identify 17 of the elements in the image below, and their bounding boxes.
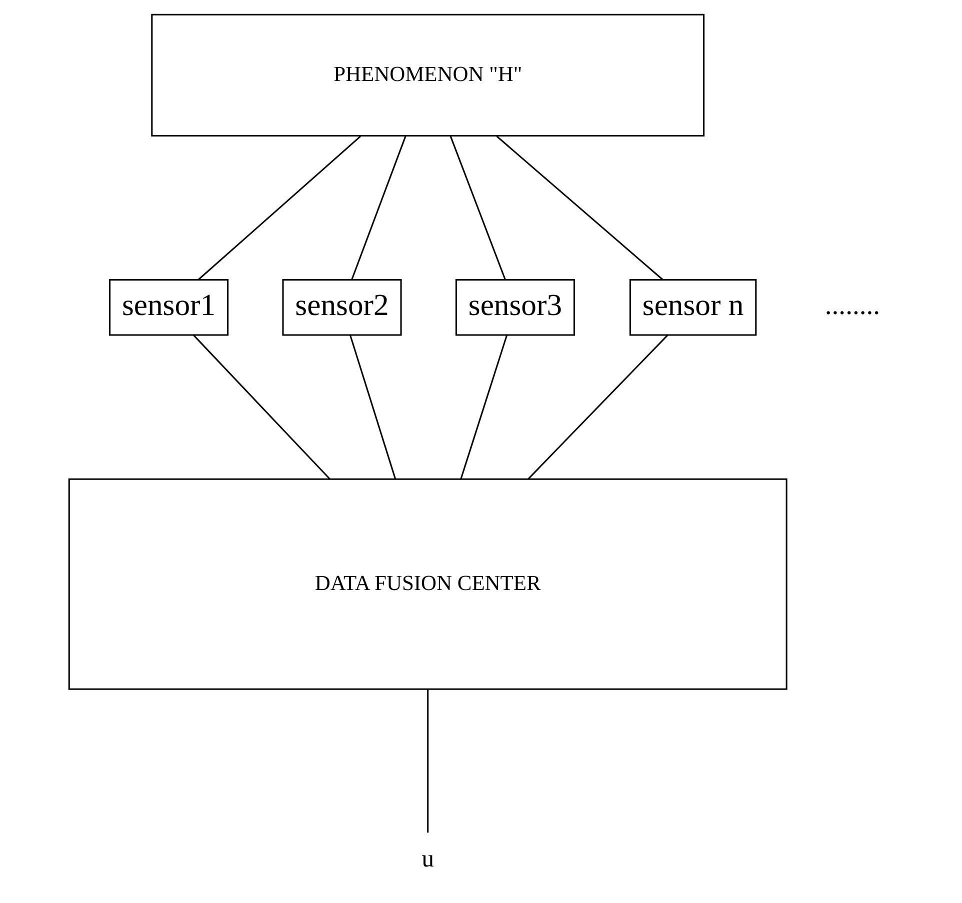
connector xyxy=(527,334,668,480)
node-text: u xyxy=(421,846,434,873)
connector xyxy=(449,136,506,280)
node-box: DATA FUSION CENTER xyxy=(68,478,787,690)
connector xyxy=(350,136,406,280)
node-box: sensor3 xyxy=(454,279,575,336)
connector xyxy=(426,689,428,833)
label: ........ xyxy=(824,289,880,320)
node-box: sensor1 xyxy=(108,279,228,336)
connector xyxy=(197,136,360,280)
connector xyxy=(460,334,508,480)
node-box: sensor n xyxy=(628,279,756,336)
node-box: sensor2 xyxy=(282,279,402,336)
node-box: PHENOMENON "H" xyxy=(150,14,704,136)
connector xyxy=(496,136,663,280)
connector xyxy=(192,334,330,480)
connector xyxy=(349,334,396,480)
